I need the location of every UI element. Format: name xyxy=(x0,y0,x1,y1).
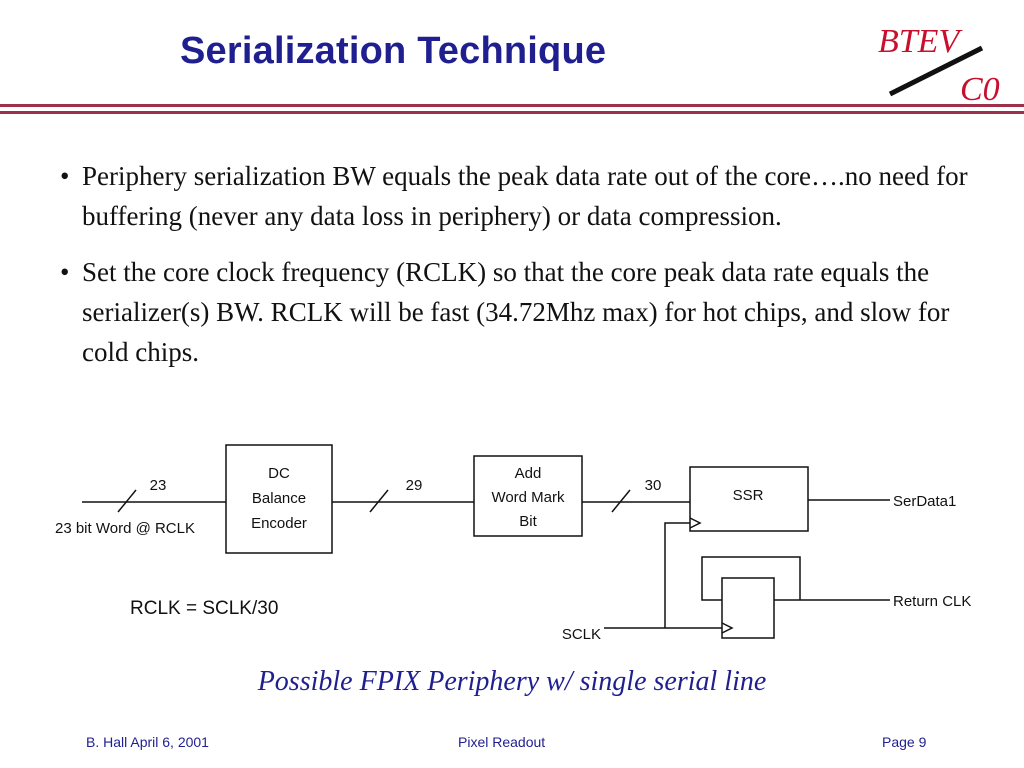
bus-29-label: 29 xyxy=(406,477,423,494)
block2-line2: Word Mark xyxy=(491,489,565,506)
logo-slash xyxy=(888,45,984,97)
input-label: 23 bit Word @ RCLK xyxy=(55,520,195,537)
title-rule-bottom xyxy=(0,111,1024,114)
ff-feedback-loop xyxy=(701,556,801,601)
block1-line1: DC xyxy=(268,465,290,482)
rclk-equation: RCLK = SCLK/30 xyxy=(130,598,278,619)
sclk-to-ssr-line xyxy=(664,522,690,628)
bullet-text-2: Set the core clock frequency (RCLK) so t… xyxy=(82,257,950,367)
bullet-dot: • xyxy=(60,257,70,287)
slide-title: Serialization Technique xyxy=(180,30,607,72)
logo-bottom-text: C0 xyxy=(960,71,1000,108)
block1-line2: Balance xyxy=(252,490,306,507)
title-rule-top xyxy=(0,104,1024,107)
block2-line3: Bit xyxy=(519,513,537,530)
sclk-label: SCLK xyxy=(562,626,601,643)
block2-line1: Add xyxy=(515,465,542,482)
diagram-caption: Possible FPIX Periphery w/ single serial… xyxy=(257,666,767,697)
block1-line3: Encoder xyxy=(251,515,307,532)
logo-top-text: BTEV xyxy=(878,23,963,60)
btev-c0-logo: BTEV C0 xyxy=(878,23,1000,108)
input-width-label: 23 xyxy=(150,477,167,494)
footer-topic: Pixel Readout xyxy=(458,734,546,750)
bullet-text-1: Periphery serialization BW equals the pe… xyxy=(82,161,968,231)
ssr-label: SSR xyxy=(733,487,764,504)
ff-clock-notch xyxy=(721,622,734,634)
bus-30-slash xyxy=(611,489,631,513)
footer-author-date: B. Hall April 6, 2001 xyxy=(86,734,209,750)
input-bus-slash xyxy=(117,489,137,513)
serdata-label: SerData1 xyxy=(893,493,956,510)
bullet-dot: • xyxy=(60,161,70,191)
bus-30-label: 30 xyxy=(645,477,662,494)
footer-page-number: Page 9 xyxy=(882,734,927,750)
ssr-block xyxy=(689,466,809,532)
flip-flop-block xyxy=(721,577,775,639)
bullet-item-1: • Periphery serialization BW equals the … xyxy=(60,156,980,236)
bus-29-slash xyxy=(369,489,389,513)
add-word-mark-bit-block xyxy=(473,455,583,537)
bullet-item-2: • Set the core clock frequency (RCLK) so… xyxy=(60,252,980,372)
periphery-block-diagram: 23 23 bit Word @ RCLK DC Balance Encoder… xyxy=(55,444,971,643)
ssr-clock-notch xyxy=(689,517,702,529)
bullet-list: • Periphery serialization BW equals the … xyxy=(60,156,980,388)
dc-balance-encoder-block xyxy=(225,444,333,554)
return-clk-label: Return CLK xyxy=(893,593,971,610)
